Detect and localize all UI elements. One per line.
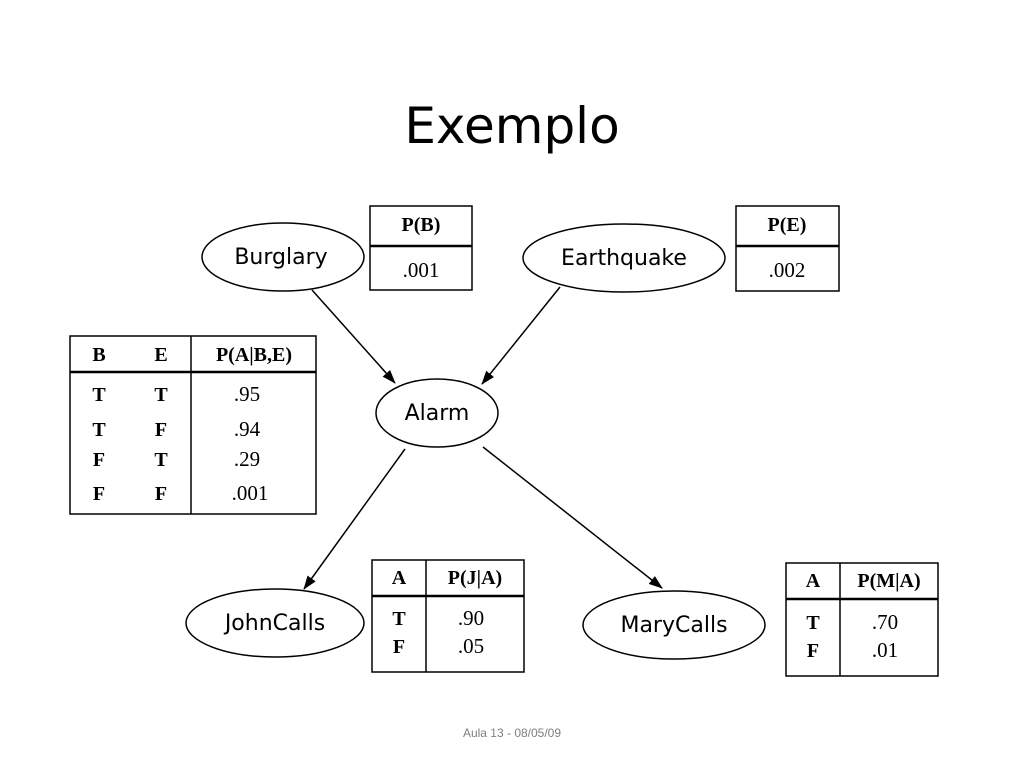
cpt-alarm-r0-p: .95: [234, 382, 260, 406]
cpt-alarm-r3-p: .001: [232, 481, 269, 505]
cpt-marycalls-r1-a: F: [807, 640, 819, 662]
edge-alarm-marycalls: [482, 446, 663, 589]
cpt-alarm-r2-p: .29: [234, 447, 260, 471]
cpt-alarm-header-p: P(A|B,E): [216, 344, 292, 366]
cpt-earthquake: P(E) .002: [735, 205, 840, 292]
cpt-marycalls: A P(M|A) T .70 F .01: [785, 562, 939, 677]
cpt-alarm-r0-b: T: [92, 384, 106, 406]
cpt-johncalls-r0-p: .90: [458, 606, 484, 630]
cpt-alarm-r3-e: F: [155, 483, 167, 505]
cpt-johncalls: A P(J|A) T .90 F .05: [371, 559, 525, 673]
cpt-marycalls-r0-p: .70: [872, 610, 898, 634]
cpt-johncalls-header-a: A: [392, 567, 407, 589]
cpt-johncalls-r1-a: F: [393, 636, 405, 658]
edge-earthquake-alarm: [481, 286, 561, 385]
cpt-alarm: B E P(A|B,E) T T .95 T F .94 F T .29 F F…: [69, 335, 317, 515]
cpt-marycalls-r0-a: T: [806, 612, 820, 634]
cpt-johncalls-header-p: P(J|A): [448, 567, 502, 589]
node-burglary-label: Burglary: [234, 245, 327, 270]
cpt-earthquake-value: .002: [769, 258, 806, 282]
slide-title: Exemplo: [404, 96, 620, 155]
cpt-johncalls-r1-p: .05: [458, 634, 484, 658]
node-earthquake-label: Earthquake: [561, 246, 687, 271]
node-alarm: Alarm: [375, 378, 499, 448]
cpt-alarm-r1-p: .94: [234, 417, 261, 441]
cpt-alarm-r1-e: F: [155, 419, 167, 441]
node-marycalls-label: MaryCalls: [620, 613, 727, 638]
cpt-alarm-r0-e: T: [154, 384, 168, 406]
cpt-alarm-header-e: E: [154, 344, 167, 366]
cpt-alarm-r2-b: F: [93, 449, 105, 471]
cpt-alarm-r2-e: T: [154, 449, 168, 471]
cpt-earthquake-header: P(E): [768, 214, 807, 236]
edge-burglary-alarm: [311, 289, 396, 384]
cpt-burglary-header: P(B): [402, 214, 441, 236]
slide-footer: Aula 13 - 08/05/09: [462, 726, 562, 740]
node-alarm-label: Alarm: [405, 401, 470, 426]
edge-alarm-johncalls: [303, 448, 406, 590]
node-burglary: Burglary: [201, 222, 365, 292]
cpt-marycalls-header-p: P(M|A): [857, 570, 920, 592]
edges: [303, 286, 663, 590]
cpt-burglary: P(B) .001: [369, 205, 473, 291]
cpt-alarm-r3-b: F: [93, 483, 105, 505]
cpt-johncalls-r0-a: T: [392, 608, 406, 630]
node-johncalls: JohnCalls: [185, 588, 365, 658]
node-marycalls: MaryCalls: [582, 590, 766, 660]
node-earthquake: Earthquake: [522, 223, 726, 293]
cpt-burglary-value: .001: [403, 258, 440, 282]
cpt-alarm-r1-b: T: [92, 419, 106, 441]
node-johncalls-label: JohnCalls: [223, 611, 325, 636]
cpt-alarm-header-b: B: [92, 344, 105, 366]
cpt-marycalls-header-a: A: [806, 570, 821, 592]
cpt-marycalls-r1-p: .01: [872, 638, 898, 662]
